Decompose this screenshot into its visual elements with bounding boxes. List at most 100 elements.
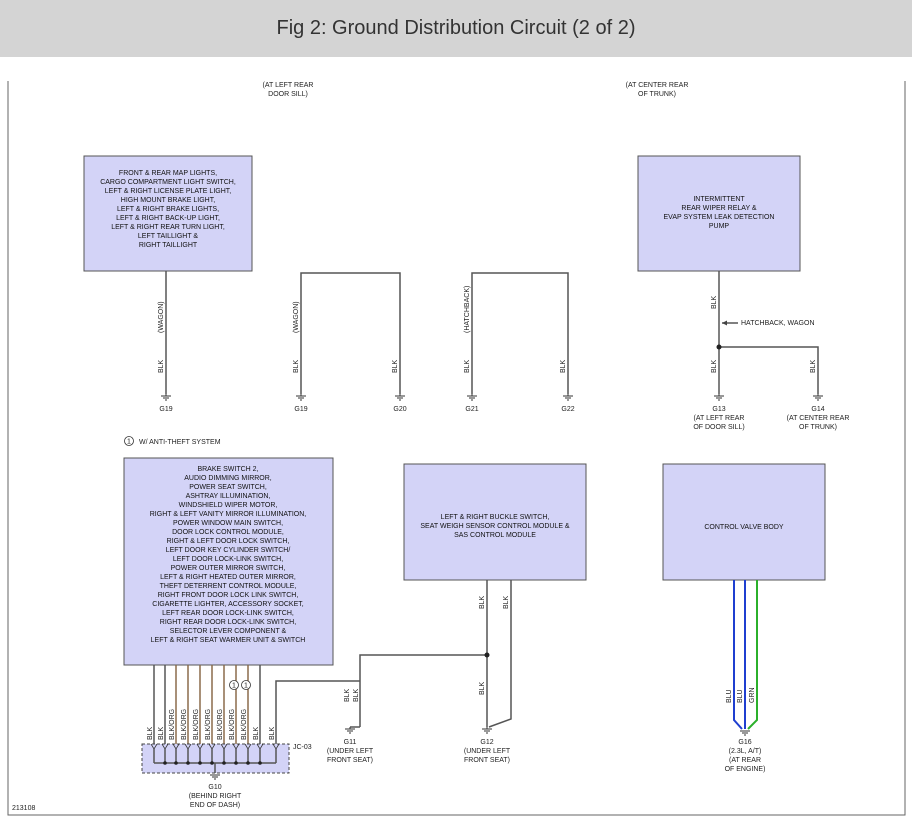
label-blk: BLK — [293, 359, 300, 373]
label-blk-org: BLK/ORG — [181, 709, 188, 740]
ground-note-g11: FRONT SEAT) — [327, 757, 373, 764]
label-blk-org: BLK/ORG — [241, 709, 248, 740]
brake-line: RIGHT & LEFT DOOR LOCK SWITCH, — [167, 538, 290, 545]
wire-buckle-g12-return — [488, 580, 512, 728]
label-blk: BLK — [711, 295, 718, 309]
ground-symbol-g10 — [210, 774, 220, 780]
brake-line: ASHTRAY ILLUMINATION, — [186, 493, 271, 500]
ground-symbol-g20 — [395, 394, 405, 401]
ground-symbol-g16 — [740, 730, 750, 736]
ground-symbol-g13 — [714, 394, 724, 401]
ground-label-g16: G16 — [738, 739, 751, 746]
ground-note-g12: FRONT SEAT) — [464, 757, 510, 764]
diagram-frame — [7, 81, 906, 816]
brake-switch-box — [123, 457, 334, 666]
lights-line: LEFT & RIGHT REAR TURN LIGHT, — [111, 224, 225, 231]
ground-label-g21: G21 — [465, 406, 478, 413]
splice-dot — [484, 652, 490, 658]
lights-line: LEFT & RIGHT BRAKE LIGHTS, — [117, 206, 219, 213]
label-blk: BLK — [269, 726, 276, 740]
connector-label-jc03: JC-03 — [293, 744, 312, 751]
label-blk: BLK — [711, 359, 718, 373]
brake-line: POWER WINDOW MAIN SWITCH, — [173, 520, 283, 527]
label-blk: BLK — [147, 726, 154, 740]
label-blk: BLK — [344, 688, 351, 702]
jc-wire-11 — [275, 680, 360, 744]
label-blk: BLK — [479, 595, 486, 609]
ground-note-g13: OF DOOR SILL) — [693, 424, 744, 431]
theft-marker-circle — [229, 680, 239, 690]
label-blk-org: BLK/ORG — [169, 709, 176, 740]
note-left-rear-sill-1: (AT LEFT REAR — [263, 82, 314, 89]
ground-symbol-g11 — [345, 726, 360, 734]
ground-note-g16: (AT REAR — [729, 757, 761, 764]
lights-component-text: FRONT & REAR MAP LIGHTS, CARGO COMPARTME… — [100, 170, 236, 249]
brake-line: WINDSHIELD WIPER MOTOR, — [179, 502, 278, 509]
wiring-diagram: (AT LEFT REAR DOOR SILL) (AT CENTER REAR… — [7, 81, 906, 816]
legend-text: W/ ANTI-THEFT SYSTEM — [139, 439, 221, 446]
label-blk-org: BLK/ORG — [217, 709, 224, 740]
wire-g19-g20-loop — [300, 272, 401, 394]
ground-note-g12: (UNDER LEFT — [464, 748, 511, 755]
valve-line: CONTROL VALVE BODY — [704, 524, 784, 531]
label-blk: BLK — [810, 359, 817, 373]
brake-line: RIGHT FRONT DOOR LOCK LINK SWITCH, — [158, 592, 299, 599]
brake-line: RIGHT REAR DOOR LOCK-LINK SWITCH, — [160, 619, 296, 626]
ground-note-g14: (AT CENTER REAR — [787, 415, 850, 422]
brake-line: CIGARETTE LIGHTER, ACCESSORY SOCKET, — [152, 601, 303, 608]
buckle-line: SAS CONTROL MODULE — [454, 532, 536, 539]
label-blu: BLU — [737, 689, 744, 703]
lights-line: HIGH MOUNT BRAKE LIGHT, — [121, 197, 215, 204]
arrow-head — [722, 320, 727, 326]
ground-label-g20: G20 — [393, 406, 406, 413]
brake-line: LEFT DOOR KEY CYLINDER SWITCH/ — [166, 547, 291, 554]
brake-switch-text: BRAKE SWITCH 2, AUDIO DIMMING MIRROR, PO… — [150, 466, 307, 644]
ground-label-g19: G19 — [294, 406, 307, 413]
buckle-line: SEAT WEIGH SENSOR CONTROL MODULE & — [420, 523, 570, 530]
ground-note-g10: (BEHIND RIGHT — [189, 793, 242, 800]
ground-label-g19: G19 — [159, 406, 172, 413]
lights-line: LEFT TAILLIGHT & — [138, 233, 199, 240]
legend-symbol: 1 — [127, 439, 131, 446]
figure-title: Fig 2: Ground Distribution Circuit (2 of… — [276, 17, 636, 39]
brake-line: LEFT & RIGHT HEATED OUTER MIRROR, — [160, 574, 296, 581]
legend-symbol-circle — [124, 436, 134, 446]
theft-marker: 1 — [232, 683, 236, 690]
label-grn: GRN — [749, 687, 756, 703]
brake-line: LEFT DOOR LOCK-LINK SWITCH, — [173, 556, 283, 563]
ground-symbol-g12 — [482, 727, 492, 734]
ground-note-g14: OF TRUNK) — [799, 424, 837, 431]
ground-note-g11: (UNDER LEFT — [327, 748, 374, 755]
wiper-line: EVAP SYSTEM LEAK DETECTION — [664, 214, 775, 221]
note-center-rear-trunk-2: OF TRUNK) — [638, 91, 676, 98]
label-blk: BLK — [503, 595, 510, 609]
label-blk: BLK — [158, 726, 165, 740]
wiper-line: INTERMITTENT — [693, 196, 745, 203]
buckle-switch-box — [403, 463, 587, 581]
figure-header: Fig 2: Ground Distribution Circuit (2 of… — [0, 0, 912, 57]
wire-g11 — [359, 654, 487, 727]
brake-line: RIGHT & LEFT VANITY MIRROR ILLUMINATION, — [150, 511, 307, 518]
figure-number: 213108 — [12, 805, 35, 812]
ground-label-g14: G14 — [811, 406, 824, 413]
bus-splice-dots — [163, 761, 262, 765]
lights-line: RIGHT TAILLIGHT — [139, 242, 198, 249]
ground-label-g11: G11 — [344, 739, 357, 746]
wire-blu-1 — [733, 580, 743, 730]
lights-line: LEFT & RIGHT BACK-UP LIGHT, — [116, 215, 220, 222]
splice-dot — [716, 344, 722, 350]
theft-marker-circle — [241, 680, 251, 690]
ground-symbol-g22 — [563, 394, 573, 401]
wire-grn — [747, 580, 758, 730]
brake-line: POWER OUTER MIRROR SWITCH, — [171, 565, 286, 572]
jc-bus — [153, 749, 277, 773]
label-blk: BLK — [560, 359, 567, 373]
ground-label-g10: G10 — [208, 784, 221, 791]
label-wagon: (WAGON) — [293, 301, 300, 333]
ground-symbol-g14 — [813, 394, 823, 401]
label-blk: BLK — [479, 681, 486, 695]
brake-line: LEFT & RIGHT SEAT WARMER UNIT & SWITCH — [151, 637, 306, 644]
label-blk-org: BLK/ORG — [193, 709, 200, 740]
ground-label-g22: G22 — [561, 406, 574, 413]
label-hatchback: (HATCHBACK) — [464, 286, 471, 333]
